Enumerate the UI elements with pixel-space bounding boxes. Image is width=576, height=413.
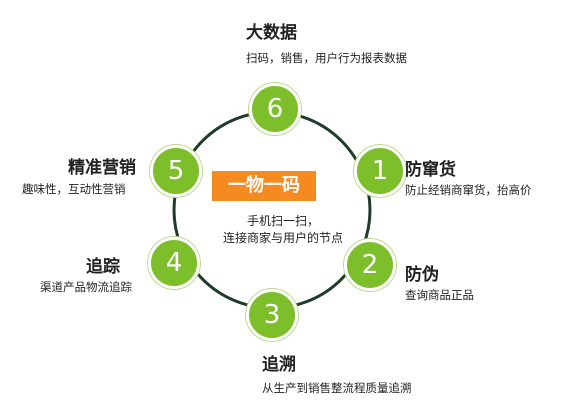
node-4-title: 追踪 [86,257,120,277]
center-line-1: 手机扫一扫， [246,214,319,228]
node-5-desc: 趣味性，互动性营销 [22,182,126,196]
ring-circle [172,110,372,310]
node-2-title: 防伪 [405,265,439,285]
node-1-desc: 防止经销商窜货，抬高价 [405,183,532,197]
node-2-desc: 查询商品正品 [405,288,474,302]
node-3-desc: 从生产到销售整流程质量追溯 [262,381,412,395]
node-2: 2 [344,239,396,291]
node-5-title: 精准营销 [68,158,136,178]
node-4: 4 [148,237,200,289]
center-line-2: 连接商家与用户的节点 [222,231,343,245]
node-3-title: 追溯 [262,355,296,375]
node-4-desc: 渠道产品物流追踪 [40,280,132,294]
node-1: 1 [354,145,406,197]
node-6: 6 [249,83,301,135]
node-6-title: 大数据 [246,23,297,43]
center-description: 手机扫一扫， 连接商家与用户的节点 [198,213,368,247]
node-1-title: 防窜货 [405,160,456,180]
node-6-desc: 扫码，销售，用户行为报表数据 [246,51,407,65]
node-5: 5 [150,145,202,197]
center-title: 一物一码 [212,171,316,201]
node-3: 3 [246,289,298,341]
